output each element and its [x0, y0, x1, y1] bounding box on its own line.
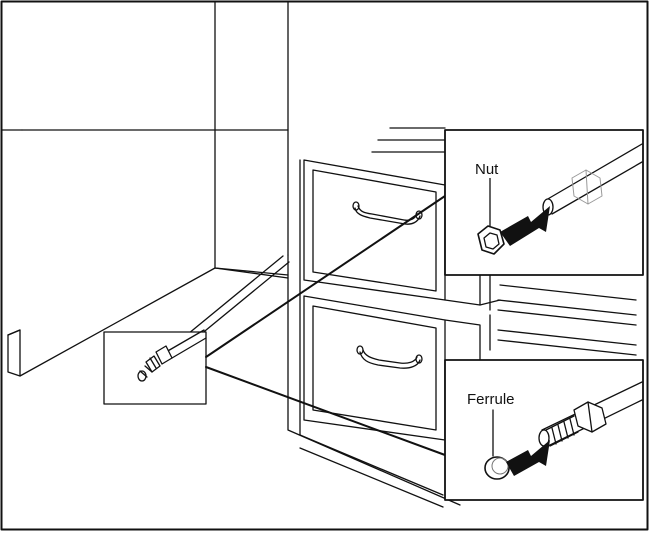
ferrule-label: Ferrule	[466, 391, 516, 408]
wall-outline	[1, 1, 289, 269]
floor-outline	[7, 267, 289, 377]
ferrule-arrow	[506, 440, 550, 476]
nut-arrow	[500, 206, 550, 246]
cabinet	[287, 127, 637, 508]
callout-leaders	[205, 195, 446, 456]
nut-label: Nut	[474, 161, 500, 178]
top-drawer-handle	[352, 201, 423, 225]
nut-callout	[444, 129, 644, 276]
fitting-detail-box	[103, 329, 207, 405]
ferrule-callout	[444, 359, 644, 501]
bottom-drawer-handle	[356, 345, 423, 369]
